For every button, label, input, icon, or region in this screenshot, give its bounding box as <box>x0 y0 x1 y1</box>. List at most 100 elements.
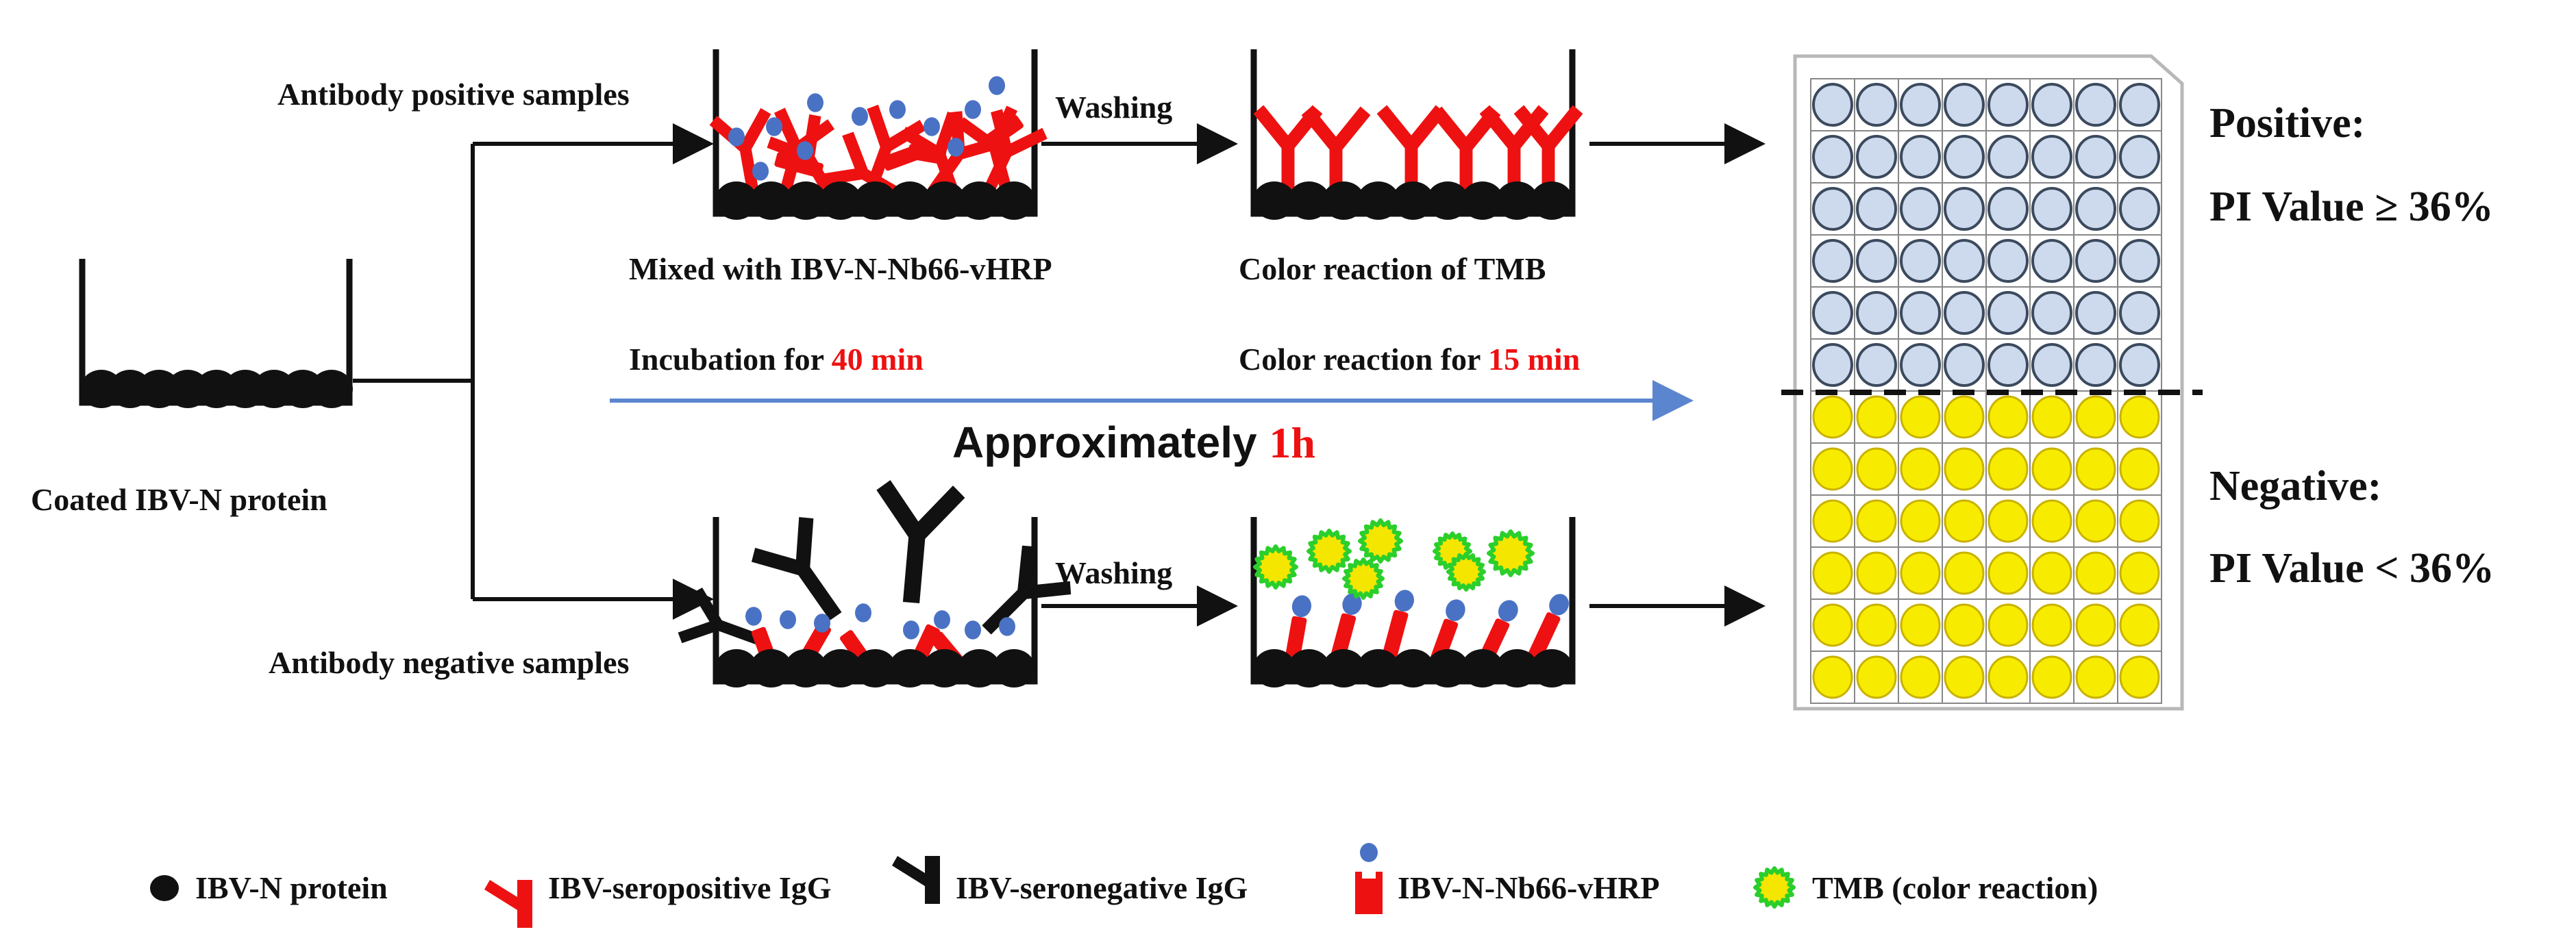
tmb-product <box>1487 529 1535 577</box>
positive-plate-well <box>2119 135 2160 179</box>
vhrp-enzyme <box>766 117 782 136</box>
negative-plate-well <box>1987 603 2029 647</box>
negative-plate-well <box>1944 499 1985 543</box>
negative-plate-well <box>1900 655 1941 699</box>
negative-plate-well <box>1856 447 1897 491</box>
negative-plate-well <box>1987 447 2029 491</box>
ibvn-protein-dot <box>1322 649 1365 687</box>
vhrp-enzyme <box>889 100 906 119</box>
positive-plate-well <box>2119 291 2160 335</box>
positive-plate-well <box>1987 291 2029 335</box>
ibvn-protein-dot <box>993 649 1035 687</box>
positive-plate-well <box>2031 239 2072 283</box>
positive-plate-well <box>1944 291 1985 335</box>
positive-plate-well <box>1987 135 2029 179</box>
mixed-label: Mixed with IBV-N-Nb66-vHRP <box>629 251 1052 286</box>
negative-plate-well <box>1944 447 1985 491</box>
positive-plate-well <box>2031 187 2072 231</box>
positive-plate-well <box>2031 343 2072 387</box>
negative-plate-well <box>1812 447 1853 491</box>
negative-igg <box>982 545 1072 635</box>
tmb-product <box>1753 866 1796 909</box>
ibvn-protein-dot <box>1461 181 1504 220</box>
vhrp-enzyme <box>797 141 813 160</box>
tmb-product <box>1358 518 1403 564</box>
positive-plate-well <box>2075 291 2116 335</box>
negative-igg <box>678 588 763 646</box>
positive-plate-well <box>1987 83 2029 127</box>
vhrp-enzyme <box>965 620 981 640</box>
positive-plate-well <box>1900 83 1941 127</box>
ibvn-protein-dot <box>715 181 758 220</box>
negative-plate-well <box>1856 655 1897 699</box>
nb66-conjugate <box>1284 595 1311 666</box>
negative-plate-well <box>1900 395 1941 439</box>
legend-nb66-label: IBV-N-Nb66-vHRP <box>1398 870 1659 905</box>
negative-igg <box>751 517 842 620</box>
vhrp-enzyme <box>728 127 745 147</box>
ibvn-protein-dot <box>854 649 897 687</box>
ibvn-protein-dot <box>958 181 1001 220</box>
color-reaction-time: 15 min <box>1488 342 1580 377</box>
ibvn-protein-dot <box>1461 649 1504 687</box>
positive-plate-well <box>1944 239 1985 283</box>
negative-plate-well <box>2075 655 2116 699</box>
positive-plate-well <box>1812 135 1853 179</box>
ibvn-protein-dot <box>1496 181 1539 220</box>
ibvn-protein-dot <box>1357 181 1400 220</box>
positive-igg <box>864 104 926 194</box>
tmb-product <box>1342 557 1385 600</box>
ibvn-protein-dot <box>1531 181 1573 220</box>
vhrp-enzyme <box>1342 593 1362 615</box>
positive-plate-well <box>1987 343 2029 387</box>
positive-plate-well <box>1987 187 2029 231</box>
positive-plate-well <box>2031 135 2072 179</box>
legend-negative-igg-icon <box>892 856 940 904</box>
positive-plate-well <box>2075 239 2116 283</box>
tmb-product <box>1446 552 1486 592</box>
negative-plate-well <box>1856 551 1897 595</box>
ibvn-protein-dot <box>784 181 828 220</box>
negative-plate-well <box>1856 395 1897 439</box>
washing-top-label: Washing <box>1055 90 1172 125</box>
approximately-label: Approximately 1h <box>952 418 1315 467</box>
ibvn-protein-dot <box>750 181 793 220</box>
positive-plate-well <box>1856 343 1897 387</box>
legend-ibvn-icon <box>150 875 179 901</box>
vhrp-enzyme <box>948 138 964 157</box>
vhrp-enzyme <box>855 603 871 622</box>
negative-plate-well <box>1812 551 1853 595</box>
ibvn-protein-dot <box>715 649 758 687</box>
positive-plate-well <box>1944 83 1985 127</box>
approximately-time: 1h <box>1269 418 1315 467</box>
legend-ibvn-label: IBV-N protein <box>195 870 388 905</box>
negative-plate-well <box>1900 499 1941 543</box>
negative-plate-well <box>2031 499 2072 543</box>
negative-plate-well <box>1900 551 1941 595</box>
negative-plate-well <box>2031 603 2072 647</box>
color-reaction-label: Color reaction for 15 min <box>1239 342 1580 377</box>
positive-plate-well <box>1900 343 1941 387</box>
positive-title: Positive: <box>2209 100 2365 147</box>
positive-plate-well <box>1944 187 1985 231</box>
legend-positive-igg-label: IBV-seropositive IgG <box>548 870 832 905</box>
negative-plate-well <box>2075 603 2116 647</box>
ibvn-protein-dot <box>1426 181 1470 220</box>
negative-plate-well <box>1812 395 1853 439</box>
vhrp-enzyme <box>852 107 868 126</box>
ibvn-protein-dot <box>889 181 932 220</box>
negative-plate-well <box>2119 447 2160 491</box>
positive-igg <box>1376 105 1446 199</box>
legend-nb66-icon <box>1355 843 1383 914</box>
ibvn-protein-dot <box>993 181 1035 220</box>
positive-plate-well <box>2075 343 2116 387</box>
negative-plate-well <box>1944 395 1985 439</box>
negative-plate-well <box>1900 447 1941 491</box>
plate-cell <box>2117 651 2162 704</box>
positive-plate-well <box>1812 187 1853 231</box>
negative-plate-well <box>1812 603 1853 647</box>
vhrp-enzyme <box>780 610 796 629</box>
ibvn-protein-dot <box>923 649 966 687</box>
negative-plate-well <box>2031 395 2072 439</box>
ibvn-protein-dot <box>1322 181 1365 220</box>
